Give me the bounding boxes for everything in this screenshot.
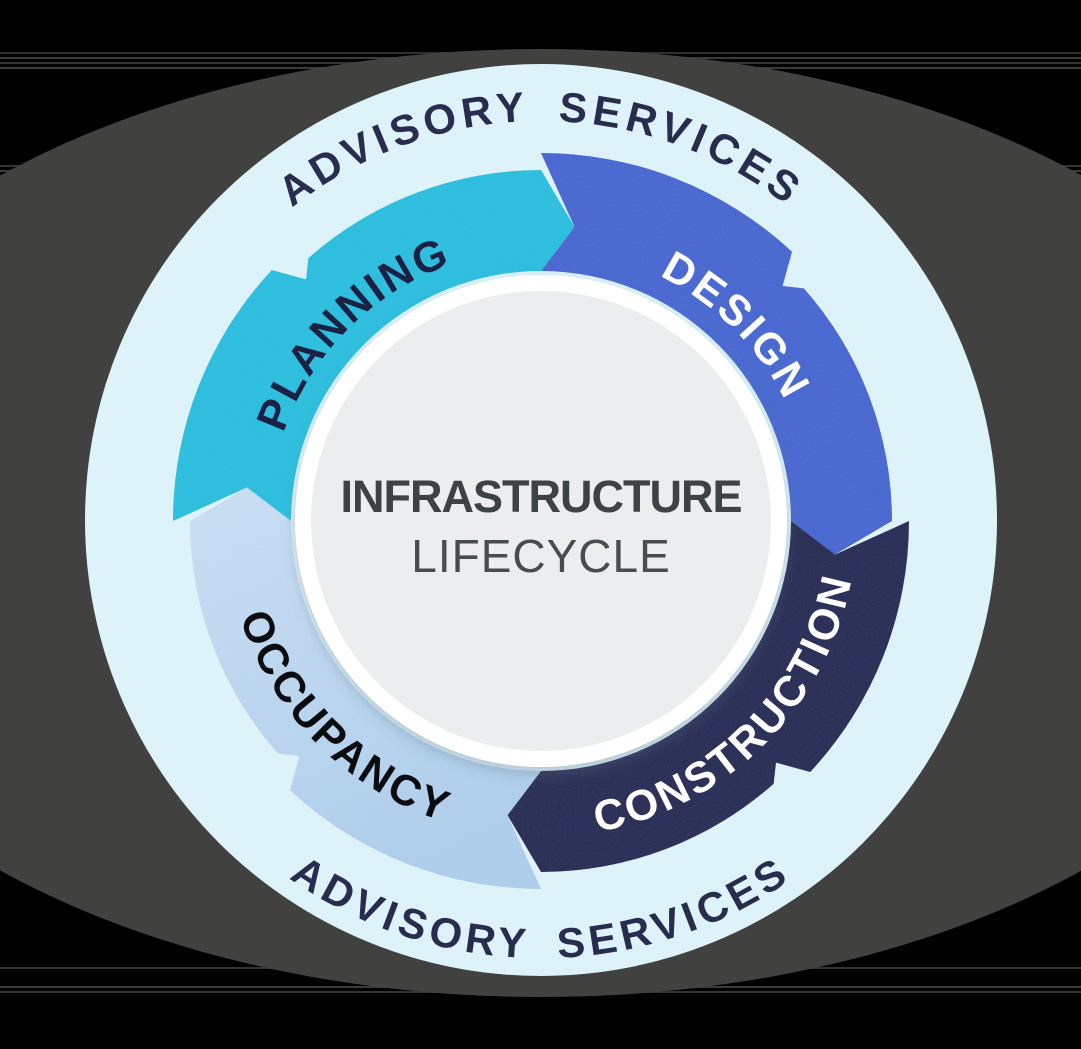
hub-title-line1: INFRASTRUCTURE xyxy=(341,471,742,522)
hub-disc xyxy=(311,291,771,751)
hub-title-line2: LIFECYCLE xyxy=(411,530,671,582)
